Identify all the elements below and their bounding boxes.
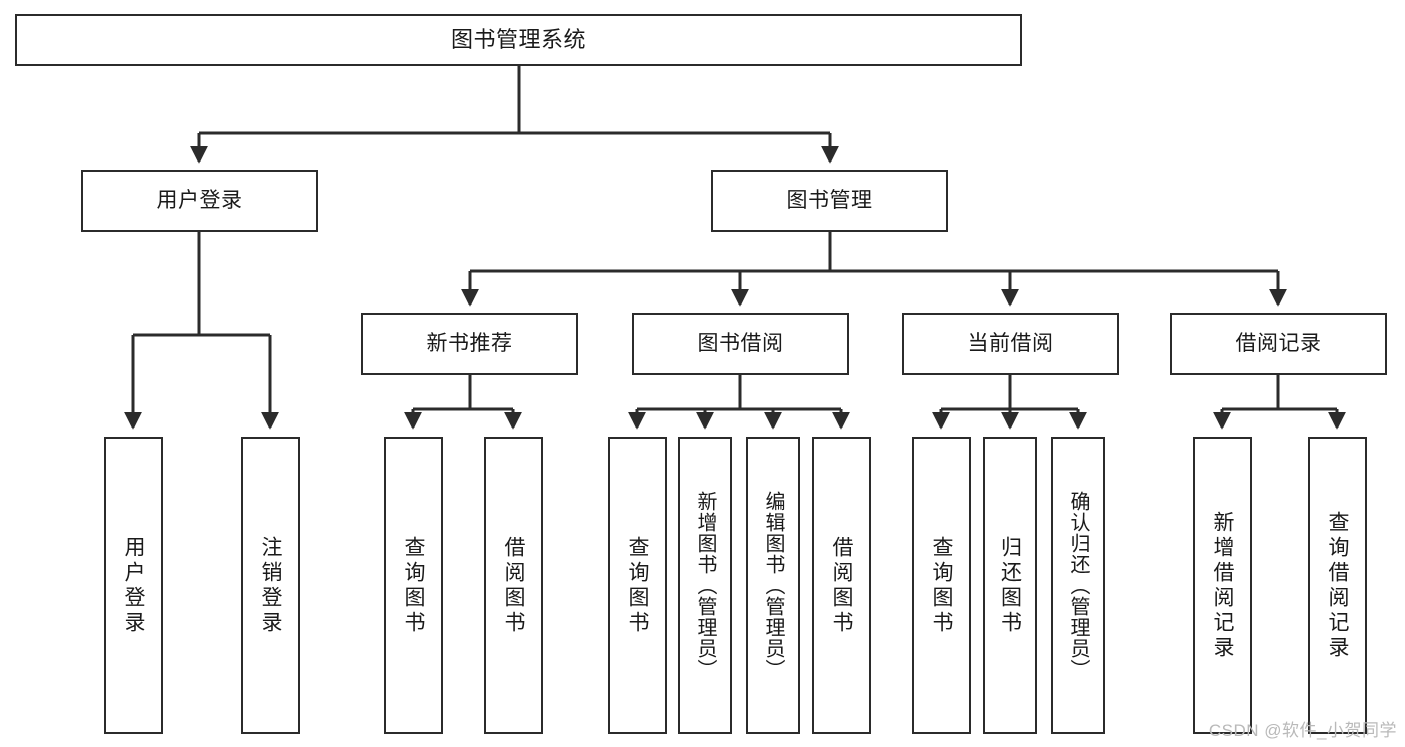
- leaf-confirm-return-admin[interactable]: 确认归还（管理员）: [1051, 437, 1105, 734]
- node-label: 图书管理系统: [450, 27, 586, 53]
- node-label: 新增图书（管理员）: [694, 491, 716, 680]
- leaf-add-book-admin[interactable]: 新增图书（管理员）: [678, 437, 732, 734]
- leaf-query-borrow-record[interactable]: 查询借阅记录: [1308, 437, 1367, 734]
- leaf-user-login[interactable]: 用户登录: [104, 437, 163, 734]
- leaf-query-book-new-rec[interactable]: 查询图书: [384, 437, 443, 734]
- node-label: 查询图书: [402, 535, 425, 636]
- node-label: 借阅记录: [1235, 331, 1322, 355]
- node-current-borrow[interactable]: 当前借阅: [902, 313, 1119, 375]
- node-borrow-record[interactable]: 借阅记录: [1170, 313, 1387, 375]
- node-label: 确认归还（管理员）: [1067, 491, 1089, 680]
- node-label: 用户登录: [156, 188, 243, 212]
- node-root-book-management-system[interactable]: 图书管理系统: [15, 14, 1022, 66]
- leaf-query-book-borrow[interactable]: 查询图书: [608, 437, 667, 734]
- node-new-book-recommendation[interactable]: 新书推荐: [361, 313, 578, 375]
- leaf-return-book[interactable]: 归还图书: [983, 437, 1037, 734]
- node-label: 用户登录: [122, 535, 145, 636]
- node-label: 新书推荐: [426, 331, 513, 355]
- node-label: 新增借阅记录: [1211, 510, 1234, 661]
- node-label: 查询图书: [930, 535, 953, 636]
- leaf-add-borrow-record[interactable]: 新增借阅记录: [1193, 437, 1252, 734]
- node-user-login[interactable]: 用户登录: [81, 170, 318, 232]
- leaf-borrow-book[interactable]: 借阅图书: [812, 437, 871, 734]
- node-label: 归还图书: [998, 535, 1022, 636]
- node-label: 图书管理: [786, 188, 873, 212]
- node-label: 查询图书: [626, 535, 649, 636]
- leaf-borrow-book-new-rec[interactable]: 借阅图书: [484, 437, 543, 734]
- csdn-watermark: CSDN @软件_小贺同学: [1208, 721, 1397, 740]
- leaf-query-book-current[interactable]: 查询图书: [912, 437, 971, 734]
- node-label: 编辑图书（管理员）: [762, 491, 784, 680]
- node-label: 图书借阅: [697, 331, 784, 355]
- node-book-borrow[interactable]: 图书借阅: [632, 313, 849, 375]
- node-book-management[interactable]: 图书管理: [711, 170, 948, 232]
- node-label: 注销登录: [259, 535, 282, 636]
- leaf-logout[interactable]: 注销登录: [241, 437, 300, 734]
- node-label: 借阅图书: [502, 535, 525, 636]
- node-label: 当前借阅: [967, 331, 1054, 355]
- node-label: 查询借阅记录: [1326, 510, 1349, 661]
- leaf-edit-book-admin[interactable]: 编辑图书（管理员）: [746, 437, 800, 734]
- node-label: 借阅图书: [830, 535, 853, 636]
